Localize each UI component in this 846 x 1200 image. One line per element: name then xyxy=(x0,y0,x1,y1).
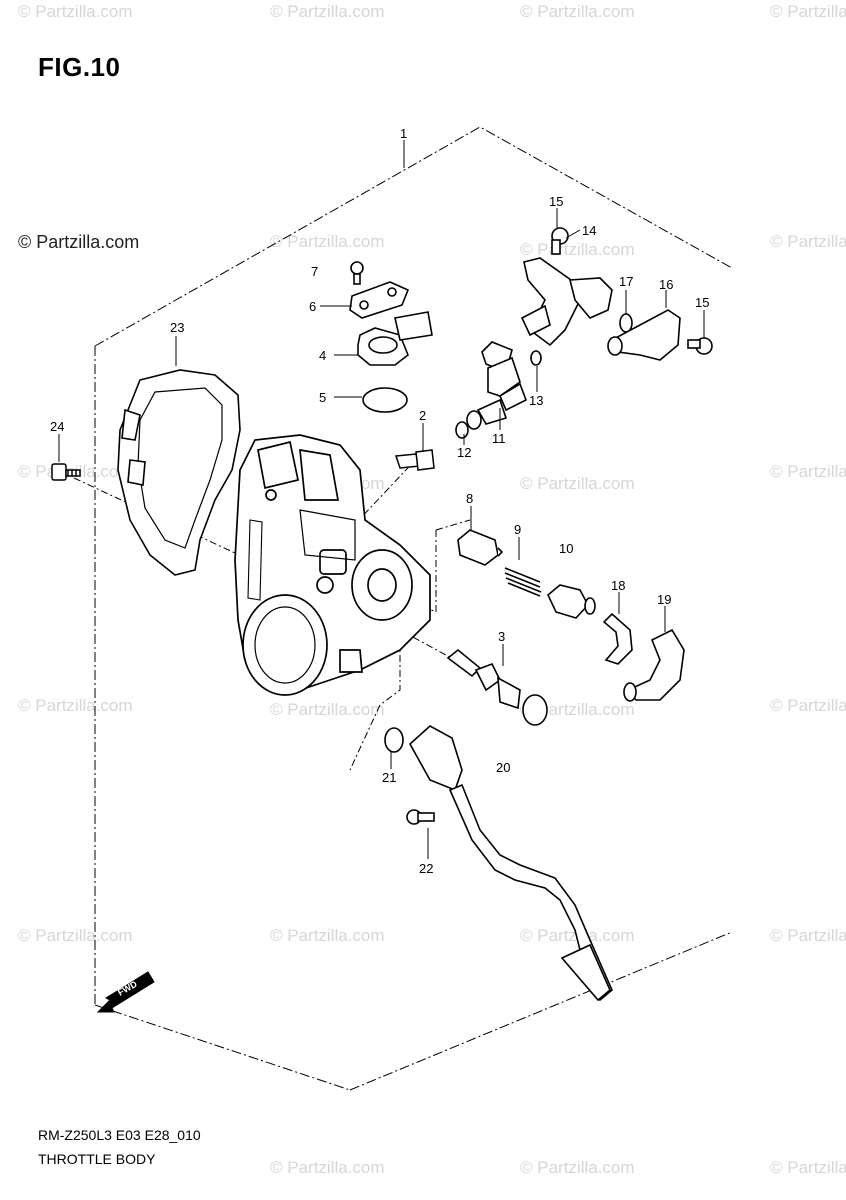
watermark: © Partzilla.com xyxy=(520,2,635,21)
callout-22: 22 xyxy=(419,861,433,876)
watermark: © Partzilla.com xyxy=(18,2,133,21)
watermark: © Partzilla.com xyxy=(270,1158,385,1177)
diagram-code: RM-Z250L3 E03 E28_010 xyxy=(38,1127,201,1143)
callout-11: 11 xyxy=(492,431,506,446)
adjuster-screw xyxy=(446,648,548,726)
hoses xyxy=(602,612,685,702)
callout-1: 1 xyxy=(400,126,407,141)
watermark: © Partzilla.com xyxy=(270,232,385,251)
callout-9: 9 xyxy=(514,522,521,537)
watermark: © Partzilla.com xyxy=(770,462,846,481)
assembly-boundary xyxy=(94,126,733,1091)
callout-18: 18 xyxy=(611,578,625,593)
figure-title: FIG.10 xyxy=(38,52,121,82)
watermark: © Partzilla.com xyxy=(770,2,846,21)
watermark: © Partzilla.com xyxy=(270,926,385,945)
callout-15: 15 xyxy=(549,194,563,209)
watermark: © Partzilla.com xyxy=(520,240,635,259)
callout-21: 21 xyxy=(382,770,396,785)
sensor-harness xyxy=(384,725,613,1002)
callout-12: 12 xyxy=(457,445,471,460)
throttle-body-cover xyxy=(117,369,241,576)
watermark: © Partzilla.com xyxy=(18,696,133,715)
callout-2: 2 xyxy=(419,408,426,423)
watermark: © Partzilla.com xyxy=(270,700,385,719)
callout-4: 4 xyxy=(319,348,326,363)
callout-leaders xyxy=(58,208,705,859)
watermark: © Partzilla.com xyxy=(520,700,635,719)
plunger-spring-set xyxy=(457,529,596,619)
callout-10: 10 xyxy=(559,541,573,556)
watermark: © Partzilla.com xyxy=(770,232,846,251)
throttle-body-main xyxy=(234,434,431,696)
callout-13: 13 xyxy=(529,393,543,408)
cover-bolt xyxy=(51,463,81,481)
diagram-name: THROTTLE BODY xyxy=(38,1151,156,1167)
sensor-assembly xyxy=(349,261,433,413)
callout-14: 14 xyxy=(582,223,596,238)
callout-23: 23 xyxy=(170,320,184,335)
fuel-injector xyxy=(455,341,542,439)
watermark: © Partzilla.com xyxy=(520,1158,635,1177)
watermark: © Partzilla.com xyxy=(770,926,846,945)
callout-20: 20 xyxy=(496,760,510,775)
watermark: © Partzilla.com xyxy=(270,2,385,21)
copyright-text: © Partzilla.com xyxy=(18,232,140,252)
callout-3: 3 xyxy=(498,629,505,644)
callout-7: 7 xyxy=(311,264,318,279)
callout-6: 6 xyxy=(309,299,316,314)
watermark: © Partzilla.com xyxy=(770,696,846,715)
callout-8: 8 xyxy=(466,491,473,506)
callout-labels: 1 2 3 4 5 6 7 8 9 10 11 12 13 14 15 15 1… xyxy=(50,126,709,876)
callout-17: 17 xyxy=(619,274,633,289)
watermark: © Partzilla.com xyxy=(770,1158,846,1177)
callout-5: 5 xyxy=(319,390,326,405)
watermark: © Partzilla.com xyxy=(18,926,133,945)
watermark: © Partzilla.com xyxy=(520,474,635,493)
forward-arrow-icon: FWD xyxy=(96,971,155,1013)
callout-19: 19 xyxy=(657,592,671,607)
callout-15-right: 15 xyxy=(695,295,709,310)
idle-screw xyxy=(394,449,435,471)
callout-16: 16 xyxy=(659,277,673,292)
fuel-delivery-bracket xyxy=(520,227,713,361)
callout-24: 24 xyxy=(50,419,64,434)
